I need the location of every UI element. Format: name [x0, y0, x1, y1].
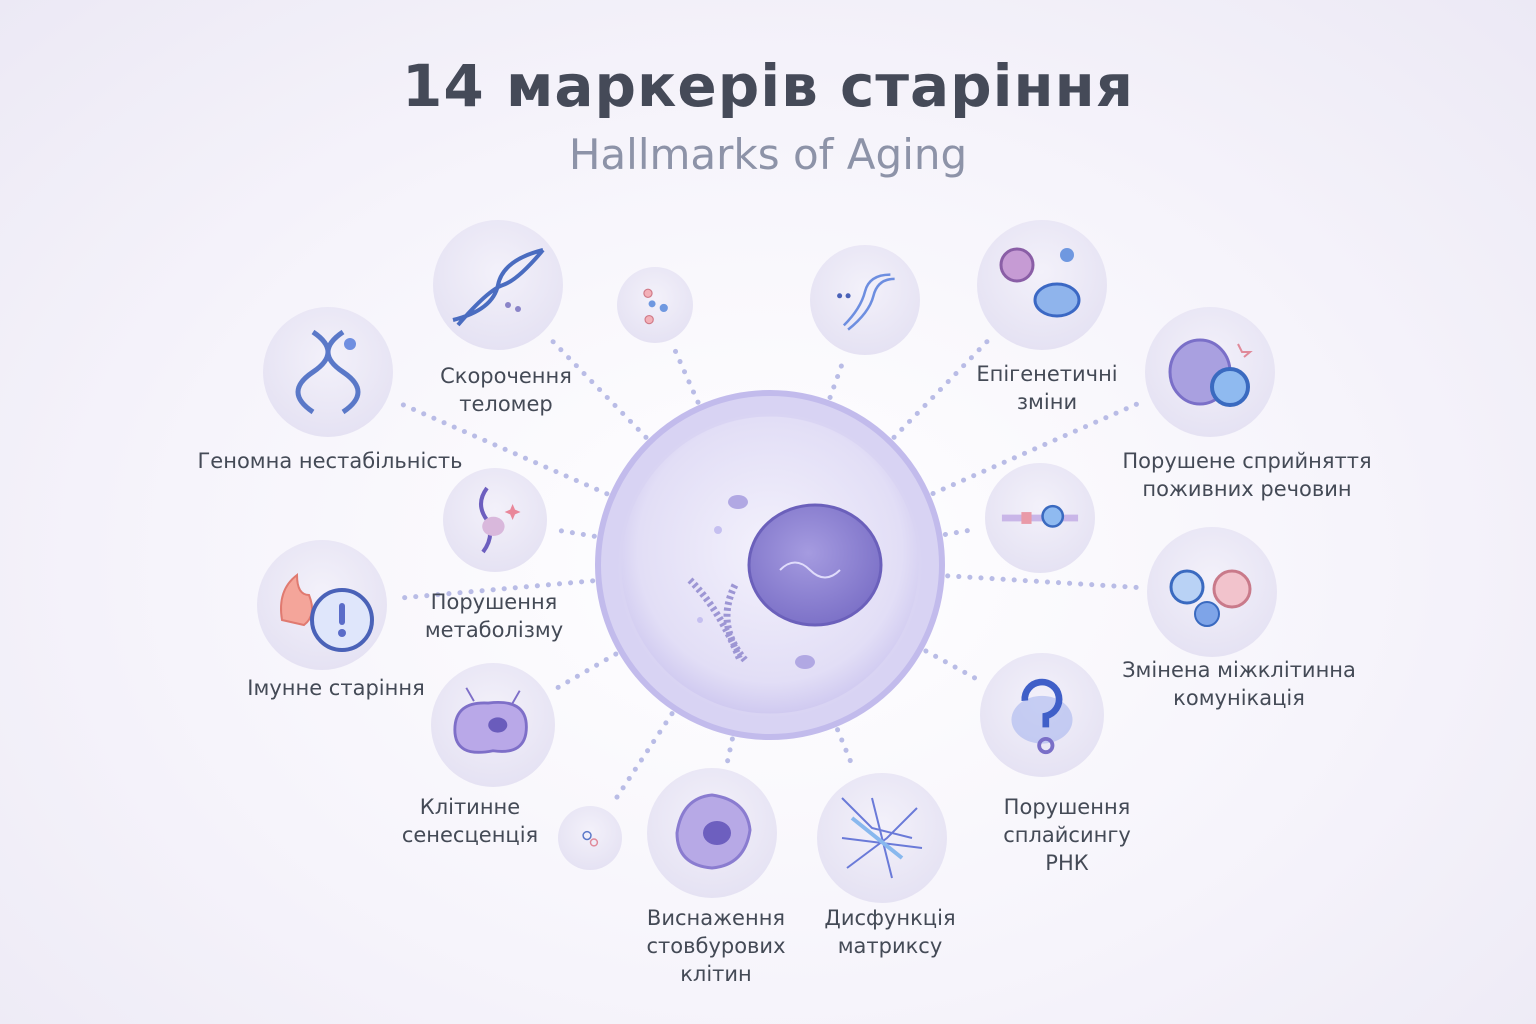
nutrient-cell-icon	[1145, 307, 1275, 437]
metabolism-icon	[443, 468, 547, 572]
hallmark-label: Геномна нестабільність	[197, 447, 462, 475]
page-title: 14 маркерів старіння	[402, 52, 1134, 120]
hallmark-label-line: Клітинне	[419, 795, 521, 819]
inflammation-alert-icon	[257, 540, 387, 670]
hallmark-label: Виснаження стовбурових клітин	[646, 904, 785, 988]
dna-helix-icon	[263, 307, 393, 437]
connector-line	[609, 711, 675, 808]
connector-line	[551, 651, 619, 693]
hallmark-label: Порушене сприйняття поживних речовин	[1122, 447, 1371, 503]
connector-line	[392, 578, 596, 602]
hallmark-label-line: Порушення	[430, 590, 558, 614]
connector-line	[671, 344, 701, 405]
hallmark-label: Порушення метаболізму	[425, 588, 563, 644]
dna-fragment-icon	[810, 245, 920, 355]
hallmark-label-line: теломер	[459, 392, 553, 416]
hallmark-label-line: Епігенетичні	[976, 362, 1118, 386]
senescent-cell-icon	[431, 663, 555, 787]
hallmark-label: Дисфункція матриксу	[824, 904, 955, 960]
hallmark-label-line: Дисфункція	[824, 906, 956, 930]
stem-cell-icon	[647, 768, 777, 898]
hallmark-label-line: стовбурових	[646, 934, 786, 958]
hallmark-label-line: сенесценція	[401, 823, 539, 847]
epigenetic-molecule-icon	[977, 220, 1107, 350]
connector-line	[546, 334, 649, 440]
hallmark-label: Епігенетичні зміни	[976, 360, 1117, 416]
hallmark-label: Скорочення теломер	[440, 362, 572, 418]
connector-line	[923, 648, 984, 684]
hallmark-label-line: поживних речовин	[1142, 477, 1352, 501]
connector-line	[930, 398, 1146, 496]
connector-line	[724, 736, 735, 765]
central-cell-icon	[595, 390, 945, 740]
connector-line	[551, 527, 597, 539]
hallmark-label-line: Змінена міжклітинна	[1122, 658, 1356, 682]
hallmark-label: Клітинне сенесценція	[402, 793, 538, 849]
hallmark-label-line: метаболізму	[424, 618, 564, 642]
small-molecule-icon	[558, 806, 622, 870]
page-subtitle: Hallmarks of Aging	[568, 130, 968, 179]
hallmark-label-line: Порушене сприйняття	[1122, 449, 1372, 473]
connector-line	[827, 356, 847, 400]
matrix-fibers-icon	[817, 773, 947, 903]
hallmark-label: Змінена міжклітинна комунікація	[1122, 656, 1356, 712]
hallmark-label: Імунне старіння	[247, 674, 424, 702]
hallmark-label-line: Імунне старіння	[247, 676, 425, 700]
hallmark-label-line: Порушення	[1003, 795, 1131, 819]
connector-line	[835, 727, 857, 773]
hallmark-label-line: зміни	[1016, 390, 1078, 414]
cell-communication-icon	[1147, 527, 1277, 657]
hallmark-label-line: Виснаження	[646, 906, 786, 930]
telomere-dna-icon	[433, 220, 563, 350]
hallmark-label-line: клітин	[680, 962, 752, 986]
question-mark-icon	[980, 653, 1104, 777]
connector-lines	[392, 334, 1146, 808]
connector-line	[942, 526, 981, 537]
hallmark-label-line: Скорочення	[440, 364, 572, 388]
connector-line	[945, 573, 1142, 591]
hallmark-label-line: комунікація	[1173, 686, 1305, 710]
hallmark-label-line: Геномна нестабільність	[197, 449, 463, 473]
hallmark-label-line: сплайсингу	[1003, 823, 1131, 847]
molecule-icon	[617, 267, 693, 343]
hallmark-label-line: РНК	[1045, 851, 1089, 875]
connector-line	[891, 334, 994, 440]
receptor-icon	[985, 463, 1095, 573]
hallmark-label-line: матриксу	[837, 934, 943, 958]
